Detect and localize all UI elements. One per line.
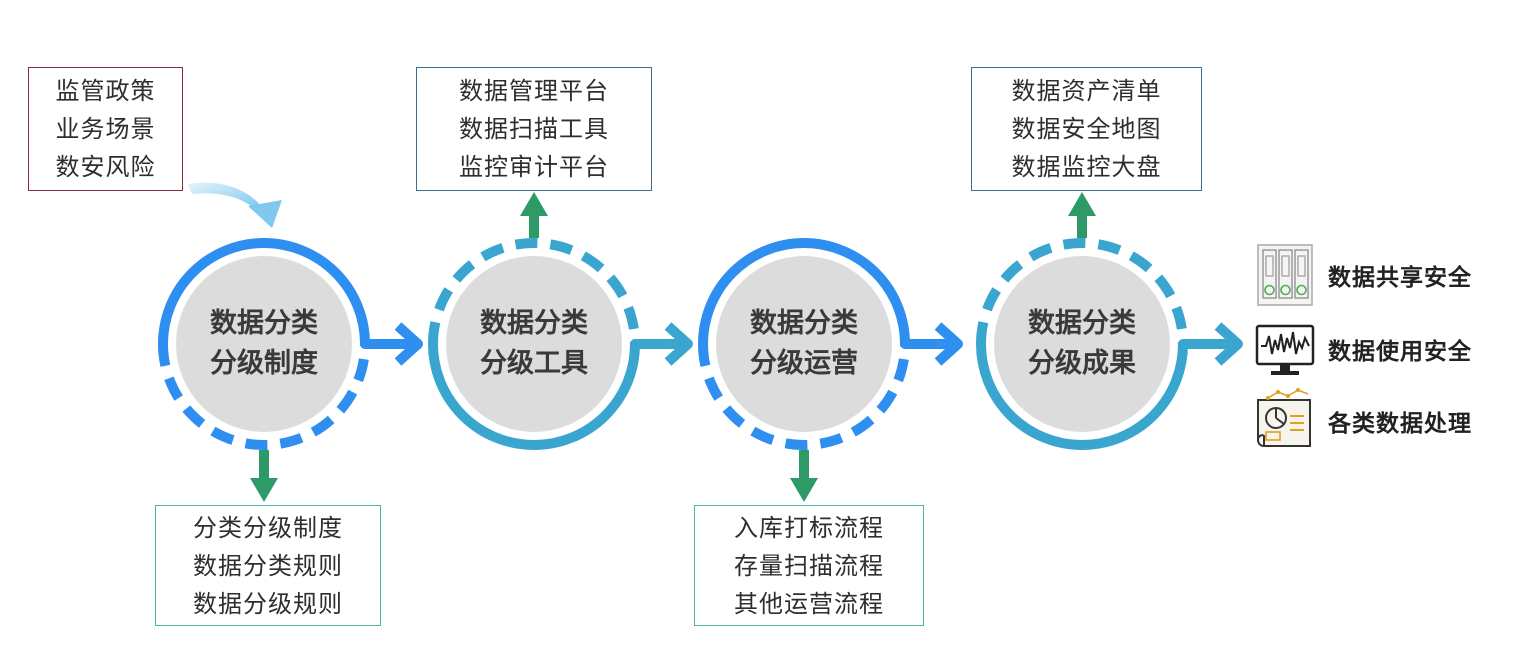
flow-arrow-4 [1183, 322, 1243, 366]
ops-line-3: 其他运营流程 [734, 589, 884, 618]
outcome-label-3: 各类数据处理 [1328, 411, 1472, 437]
monitor-chart-icon [1255, 324, 1315, 375]
results-line-1: 数据资产清单 [1011, 77, 1162, 105]
stage-core-2 [446, 256, 622, 432]
up-arrow-stage-2 [520, 192, 548, 238]
tools-line-1: 数据管理平台 [459, 77, 609, 105]
up-arrow-stage-4 [1068, 192, 1096, 238]
results-box: 数据资产清单 数据安全地图 数据监控大盘 [971, 67, 1202, 191]
stage-ring-4 [976, 238, 1188, 450]
outcome-1: 数据共享安全 [1254, 242, 1472, 308]
inputs-line-3: 数安风险 [55, 153, 156, 181]
outcome-label-1: 数据共享安全 [1328, 265, 1472, 291]
stage-2-line-2: 分级工具 [480, 348, 588, 379]
server-rack-icon [1257, 244, 1313, 306]
system-line-1: 分类分级制度 [193, 513, 343, 542]
inputs-line-2: 业务场景 [55, 115, 156, 143]
outcome-2: 数据使用安全 [1254, 316, 1472, 382]
stage-ring-1 [158, 238, 370, 450]
stage-3-line-2: 分级运营 [750, 348, 858, 379]
stage-2-line-1: 数据分类 [480, 308, 588, 339]
stage-label-4: 数据分类 分级成果 [992, 304, 1172, 384]
inputs-line-1: 监管政策 [55, 77, 156, 105]
system-line-2: 数据分类规则 [193, 551, 343, 580]
ops-line-1: 入库打标流程 [734, 513, 884, 542]
input-curved-arrow [188, 182, 264, 213]
outcome-3: 各类数据处理 [1254, 388, 1472, 454]
down-arrow-stage-3 [790, 450, 818, 502]
stage-4-line-1: 数据分类 [1028, 308, 1136, 339]
input-curved-arrow-head [248, 200, 282, 228]
tools-line-3: 监控审计平台 [459, 153, 609, 181]
tools-line-2: 数据扫描工具 [459, 115, 609, 143]
tools-box: 数据管理平台 数据扫描工具 监控审计平台 [416, 67, 652, 191]
stage-core-3 [716, 256, 892, 432]
flow-arrow-2 [635, 322, 693, 366]
stage-3-line-1: 数据分类 [750, 308, 858, 339]
stage-1-line-1: 数据分类 [210, 308, 318, 339]
stage-core-1 [176, 256, 352, 432]
ops-box: 入库打标流程 存量扫描流程 其他运营流程 [694, 505, 924, 626]
stage-4-line-2: 分级成果 [1028, 348, 1136, 379]
stage-core-4 [994, 256, 1170, 432]
stage-label-1: 数据分类 分级制度 [174, 304, 354, 384]
results-line-2: 数据安全地图 [1011, 115, 1162, 143]
inputs-box: 监管政策 业务场景 数安风险 [28, 67, 183, 191]
stage-ring-2 [428, 238, 640, 450]
stage-label-2: 数据分类 分级工具 [444, 304, 624, 384]
system-line-3: 数据分级规则 [193, 589, 343, 618]
ops-line-2: 存量扫描流程 [734, 551, 884, 580]
report-chart-icon [1257, 388, 1311, 447]
results-line-3: 数据监控大盘 [1011, 153, 1162, 181]
stage-ring-3 [698, 238, 910, 450]
flow-arrow-3 [905, 322, 963, 366]
stage-1-line-2: 分级制度 [210, 348, 318, 379]
outcome-label-2: 数据使用安全 [1328, 339, 1472, 365]
stage-label-3: 数据分类 分级运营 [714, 304, 894, 384]
flow-arrow-1 [365, 322, 423, 366]
system-box: 分类分级制度 数据分类规则 数据分级规则 [155, 505, 381, 626]
down-arrow-stage-1 [250, 450, 278, 502]
